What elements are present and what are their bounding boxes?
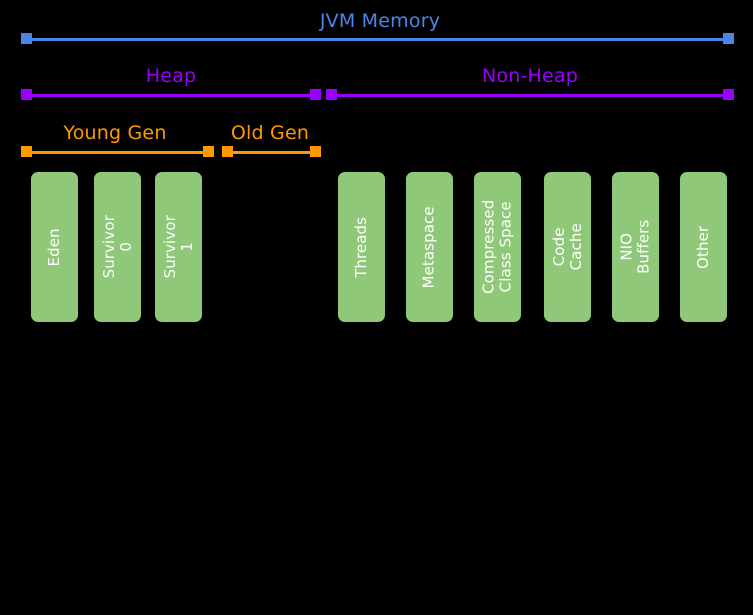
- bracket-cap-left: [222, 146, 233, 157]
- memory-box-survivor-1: Survivor 1: [155, 172, 202, 322]
- bracket-non-heap: [326, 89, 734, 101]
- bracket-cap-left: [21, 89, 32, 100]
- bracket-cap-right: [310, 146, 321, 157]
- bracket-label-jvm-memory: JVM Memory: [319, 10, 441, 32]
- bracket-label-heap: Heap: [145, 65, 197, 87]
- memory-box-label: Compressed Class Space: [479, 199, 515, 295]
- bracket-cap-right: [310, 89, 321, 100]
- memory-box-label: Other: [694, 225, 713, 269]
- memory-box-other: Other: [680, 172, 727, 322]
- bracket-heap: [21, 89, 321, 101]
- bracket-rule: [21, 150, 214, 154]
- bracket-cap-left: [326, 89, 337, 100]
- bracket-rule: [222, 150, 321, 154]
- memory-box-survivor-0: Survivor 0: [94, 172, 141, 322]
- bracket-cap-left: [21, 146, 32, 157]
- memory-box-threads: Threads: [338, 172, 385, 322]
- memory-box-label: NIO Buffers: [617, 219, 653, 275]
- memory-box-label: Threads: [352, 216, 371, 278]
- memory-box-label: Metaspace: [420, 205, 439, 289]
- bracket-cap-right: [203, 146, 214, 157]
- bracket-label-old-gen: Old Gen: [230, 122, 310, 144]
- bracket-label-non-heap: Non-Heap: [481, 65, 579, 87]
- memory-box-metaspace: Metaspace: [406, 172, 453, 322]
- bracket-rule: [21, 93, 321, 97]
- bracket-label-young-gen: Young Gen: [63, 122, 167, 144]
- memory-box-label: Code Cache: [549, 223, 585, 271]
- bracket-rule: [21, 37, 734, 41]
- memory-box-eden: Eden: [31, 172, 78, 322]
- bracket-cap-right: [723, 89, 734, 100]
- bracket-young-gen: [21, 146, 214, 158]
- memory-box-compressed-class-space: Compressed Class Space: [474, 172, 521, 322]
- memory-box-label: Eden: [45, 227, 64, 267]
- memory-box-code-cache: Code Cache: [544, 172, 591, 322]
- bracket-rule: [326, 93, 734, 97]
- bracket-cap-right: [723, 33, 734, 44]
- bracket-old-gen: [222, 146, 321, 158]
- memory-box-nio-buffers: NIO Buffers: [612, 172, 659, 322]
- memory-box-label: Survivor 1: [160, 215, 196, 279]
- bracket-jvm-memory: [21, 33, 734, 45]
- bracket-cap-left: [21, 33, 32, 44]
- memory-box-label: Survivor 0: [99, 215, 135, 279]
